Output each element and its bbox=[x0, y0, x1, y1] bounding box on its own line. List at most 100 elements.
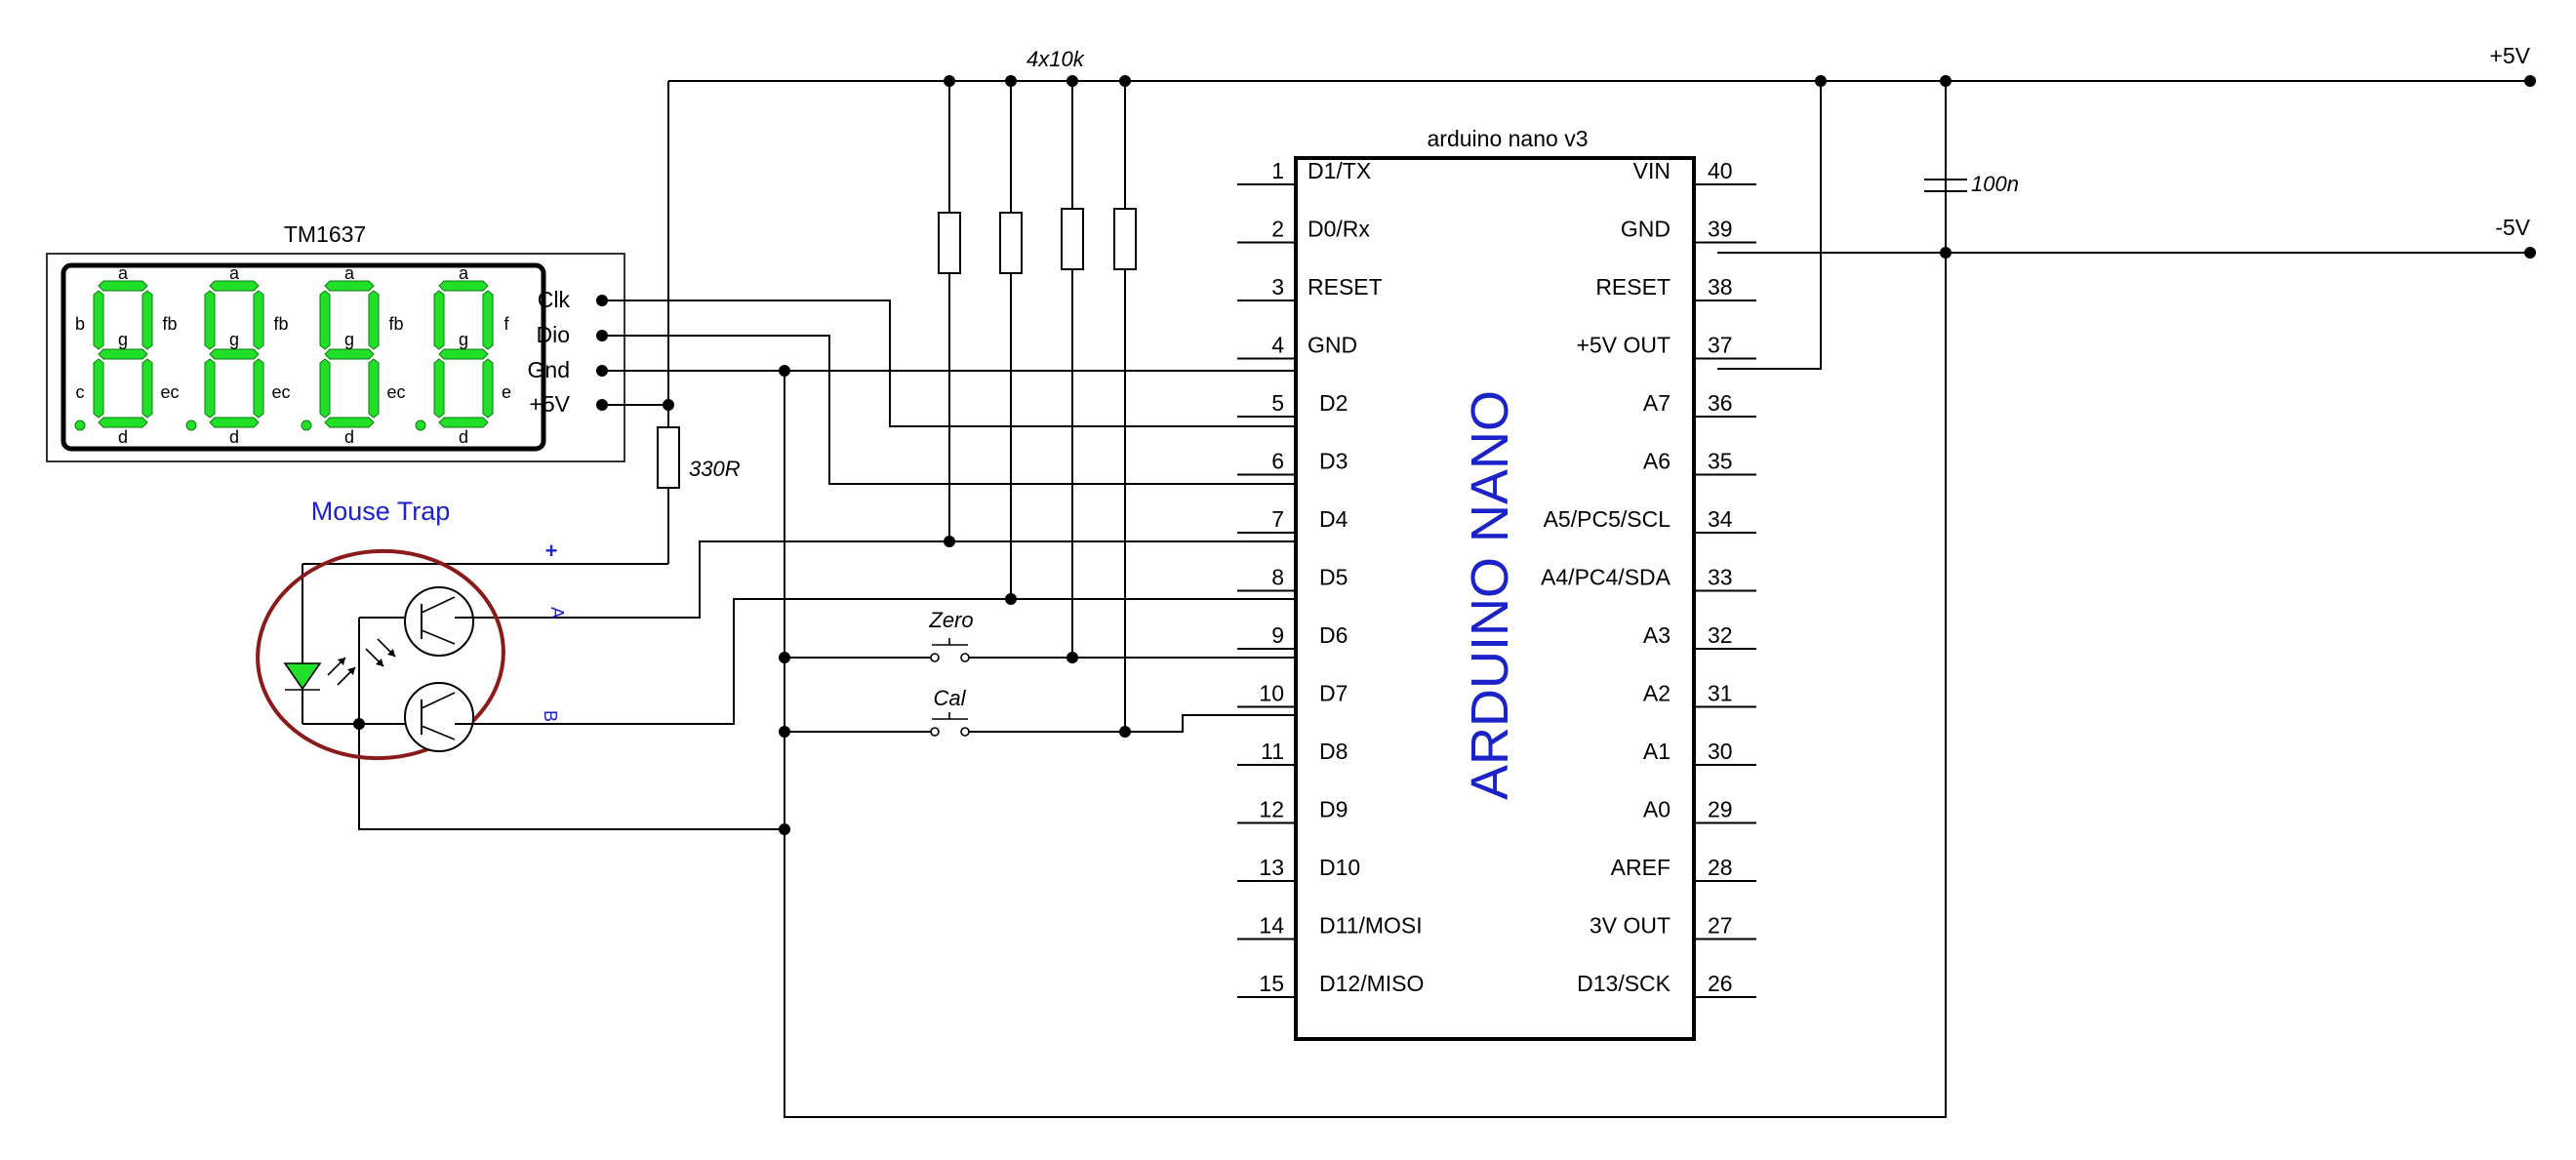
segment-g bbox=[438, 348, 489, 360]
mcu-pin-number: 2 bbox=[1271, 217, 1284, 242]
tm1637-pin-clk: Clk bbox=[538, 287, 571, 312]
mcu-pin-number: 13 bbox=[1259, 855, 1284, 880]
resistor-d5-pullup bbox=[999, 212, 1023, 274]
mcu-pin-name: GND bbox=[1621, 217, 1670, 242]
mcu-pin-number: 37 bbox=[1708, 333, 1733, 358]
mcu-pin-35: 35 A6 bbox=[1643, 449, 1756, 476]
segment-c bbox=[482, 358, 494, 419]
segment-label: d bbox=[229, 427, 239, 447]
minus5v-terminal bbox=[2524, 247, 2536, 259]
segment-label: fb bbox=[273, 314, 288, 334]
segment-c bbox=[141, 358, 153, 419]
segment-label: ec bbox=[271, 382, 290, 402]
mcu-pin-number: 3 bbox=[1271, 274, 1284, 300]
mcu-pin-name: A4/PC4/SDA bbox=[1541, 565, 1671, 590]
mcu-pin-number: 7 bbox=[1271, 506, 1284, 532]
mcu-pin-14: 14 D11/MOSI bbox=[1237, 913, 1423, 940]
mouse-trap-outline bbox=[256, 548, 505, 761]
mcu-pin-name: D6 bbox=[1319, 622, 1348, 648]
pullup-resistors: 4x10k bbox=[938, 47, 1137, 274]
mouse-trap-b-label: B bbox=[541, 710, 560, 722]
mouse-trap-a-label: A bbox=[547, 607, 567, 619]
mcu-body-label: ARDUINO NANO bbox=[1461, 390, 1519, 800]
segment-label: fb bbox=[162, 314, 177, 334]
mcu-pin-number: 9 bbox=[1271, 622, 1284, 648]
tm1637-title: TM1637 bbox=[284, 221, 366, 247]
mcu-body bbox=[1294, 156, 1696, 1041]
segment-label: e bbox=[502, 382, 511, 402]
mcu-pin-number: 15 bbox=[1259, 971, 1284, 996]
mcu-pin-number: 10 bbox=[1259, 681, 1284, 706]
mcu-pin-number: 1 bbox=[1271, 158, 1284, 183]
segment-e bbox=[204, 358, 216, 419]
cal-button: Cal bbox=[930, 686, 970, 737]
segment-b bbox=[368, 290, 380, 350]
decimal-point bbox=[74, 420, 86, 431]
segment-d bbox=[209, 417, 260, 428]
mcu-pin-number: 26 bbox=[1708, 971, 1733, 996]
mcu-pin-name: AREF bbox=[1611, 855, 1670, 880]
segment-label: a bbox=[459, 263, 469, 283]
segment-label: d bbox=[459, 427, 468, 447]
segment-d bbox=[98, 417, 148, 428]
mcu-pin-name: A1 bbox=[1643, 739, 1670, 764]
segment-g bbox=[209, 348, 260, 360]
phototransistor-a bbox=[404, 586, 474, 657]
mcu-pin-number: 32 bbox=[1708, 622, 1733, 648]
mcu-pin-1: 1 D1/TX bbox=[1237, 158, 1371, 185]
segment-label: g bbox=[344, 330, 354, 349]
cal-button-label: Cal bbox=[933, 686, 966, 710]
mcu-title: arduino nano v3 bbox=[1428, 126, 1589, 151]
mcu-pin-number: 14 bbox=[1259, 913, 1284, 939]
mcu-pin-number: 31 bbox=[1708, 681, 1733, 706]
mcu-pin-name: D1/TX bbox=[1308, 158, 1371, 183]
mcu-pin-name: A6 bbox=[1643, 449, 1670, 474]
mcu-pin-number: 4 bbox=[1271, 333, 1284, 358]
mcu-pin-name: VIN bbox=[1633, 158, 1670, 183]
mcu-pin-number: 6 bbox=[1271, 449, 1284, 474]
segment-label: a bbox=[344, 263, 355, 283]
zero-button-label: Zero bbox=[928, 608, 973, 632]
mouse-trap-title: Mouse Trap bbox=[311, 497, 451, 526]
segment-a bbox=[98, 280, 148, 292]
segment-label: d bbox=[344, 427, 354, 447]
pullups-label: 4x10k bbox=[1026, 47, 1085, 71]
segment-label: a bbox=[118, 263, 129, 283]
mcu-pin-name: 3V OUT bbox=[1590, 913, 1670, 939]
mcu-pin-27: 27 3V OUT bbox=[1590, 913, 1756, 940]
mcu-pin-name: D4 bbox=[1319, 506, 1348, 532]
segment-b bbox=[141, 290, 153, 350]
tm1637-display-window bbox=[60, 262, 546, 452]
mcu-pin-39: 39 GND bbox=[1621, 217, 1756, 244]
mcu-pin-name: D11/MOSI bbox=[1319, 913, 1423, 939]
mcu-pin-number: 39 bbox=[1708, 217, 1733, 242]
mcu-pin-number: 27 bbox=[1708, 913, 1733, 939]
mcu-pin-name: D2 bbox=[1319, 390, 1348, 416]
mcu-pin-name: RESET bbox=[1595, 274, 1670, 300]
segment-label: b bbox=[75, 314, 85, 334]
mcu-pin-number: 35 bbox=[1708, 449, 1733, 474]
resistor-d7-pullup bbox=[1113, 208, 1137, 270]
mouse-trap: Mouse Trap + A B bbox=[256, 497, 567, 761]
segment-a bbox=[209, 280, 260, 292]
segment-f bbox=[93, 290, 104, 350]
mcu-pin-number: 30 bbox=[1708, 739, 1733, 764]
tm1637-pin-gnd: Gnd bbox=[528, 357, 570, 382]
decimal-point bbox=[185, 420, 197, 431]
segment-g bbox=[324, 348, 375, 360]
plus5v-label: +5V bbox=[2489, 43, 2530, 68]
